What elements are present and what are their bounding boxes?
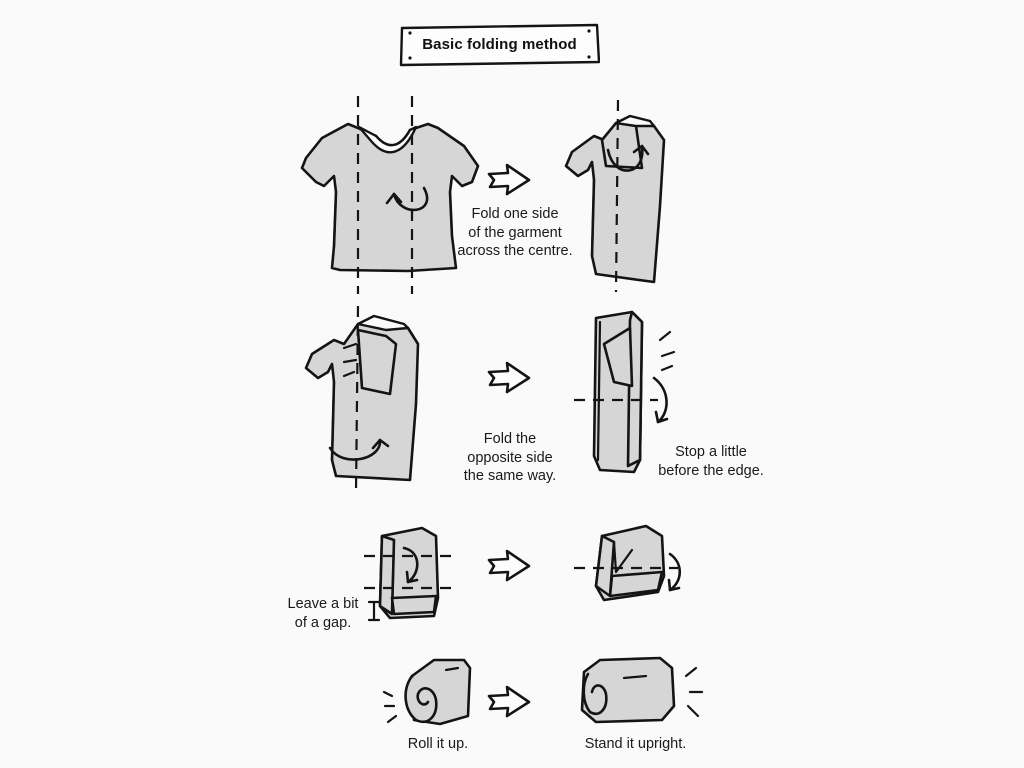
illustration-bundle-short [574, 524, 682, 602]
caption-step-4: Leave a bit of a gap. [287, 596, 359, 631]
caption-step-7: Stand it upright. [584, 736, 687, 752]
illustration-tshirt-second-fold [304, 305, 420, 493]
connector-right-arrow-4 [487, 685, 531, 718]
caption-step-3: Stop a little before the edge. [658, 444, 764, 479]
illustration-tshirt-narrow-column [574, 310, 676, 474]
illustration-roll-on-side [382, 658, 472, 726]
page-title: Basic folding method [422, 36, 577, 53]
caption-step-1: Fold one side of the garment across the … [457, 206, 573, 259]
caption-step-6: Roll it up. [407, 736, 469, 752]
connector-right-arrow-2 [487, 361, 531, 394]
illustration-tshirt-folded-once [564, 99, 666, 293]
illustration-roll-upright [580, 656, 704, 724]
illustration-tshirt-flat [300, 96, 480, 294]
connector-right-arrow-1 [487, 163, 531, 196]
illustration-bundle-tall [364, 526, 458, 622]
connector-right-arrow-3 [487, 549, 531, 582]
caption-step-2: Fold the opposite side the same way. [463, 431, 557, 484]
title-plaque: Basic folding method [399, 22, 600, 67]
